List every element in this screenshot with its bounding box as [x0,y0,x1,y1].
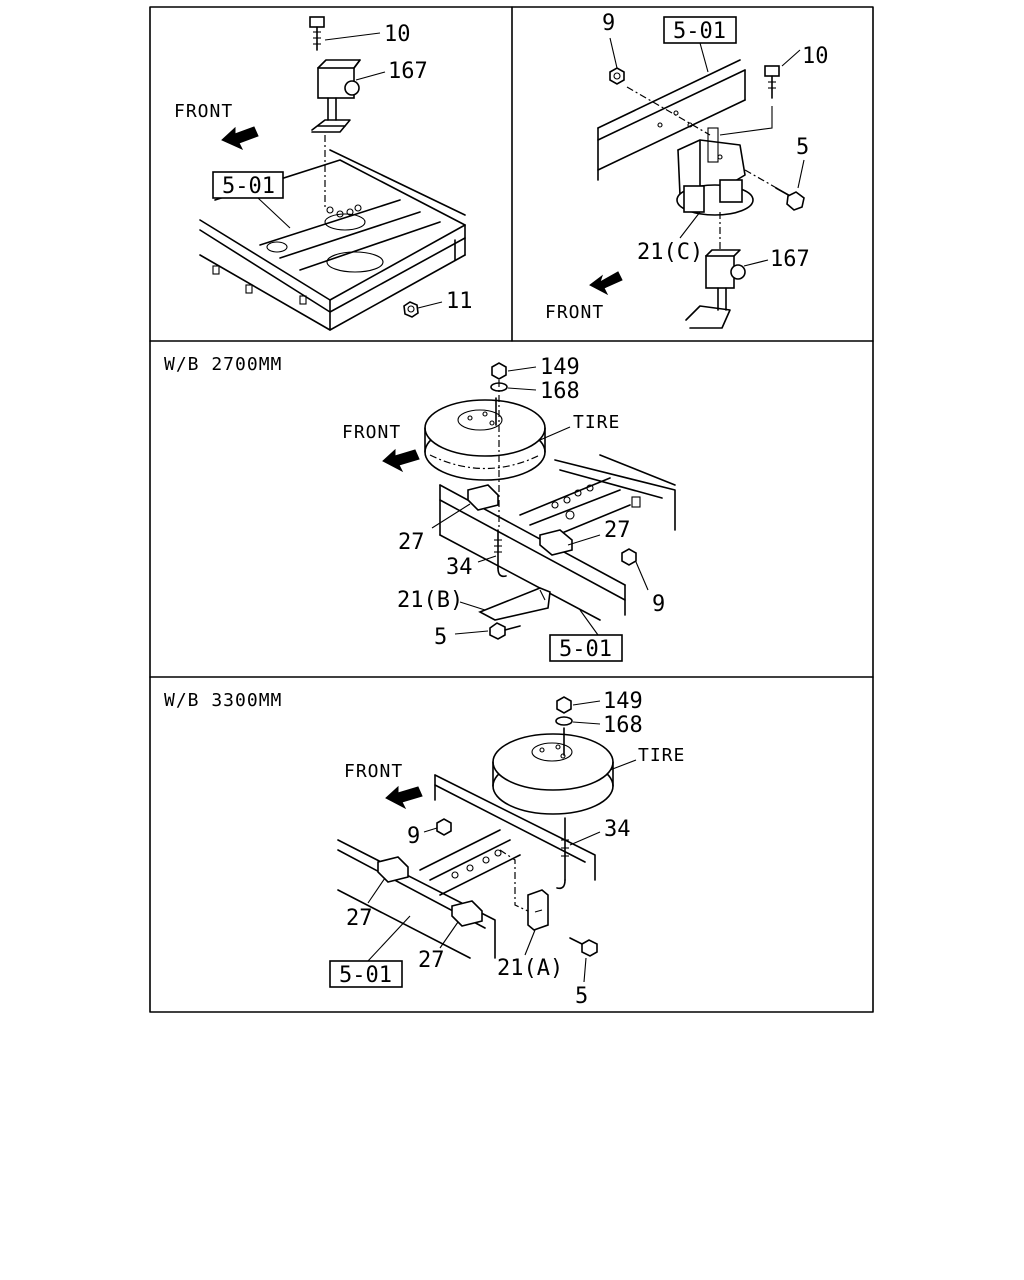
callout-10: 10 [802,44,829,69]
callout-10: 10 [384,22,411,47]
panel-heading: W/B 3300MM [164,690,282,711]
callout-5: 5 [575,984,588,1009]
reference-box [212,171,284,199]
nut-icon [491,362,507,380]
bolt-icon [764,65,780,99]
nut-icon [609,67,625,85]
callout-9: 9 [652,592,665,617]
callout-167: 167 [770,247,810,272]
reference-box-label: 5-01 [222,174,275,199]
nut-icon [436,818,452,836]
diagram-frame [149,6,874,1013]
reference-box [549,634,623,662]
front-label: FRONT [545,302,604,323]
reference-box-label: 5-01 [673,19,726,44]
front-arrow-icon [589,271,623,296]
panel-heading: W/B 2700MM [164,354,282,375]
callout-9: 9 [602,11,615,36]
frame-rail-drawing [597,59,746,181]
callout-21a: 21(A) [497,956,563,981]
callout-5: 5 [434,625,447,650]
bolt-icon [309,16,325,51]
callout-167: 167 [388,59,428,84]
front-arrow-icon [221,126,259,151]
nut-icon [403,301,419,318]
callout-27: 27 [418,948,445,973]
nut-icon [556,696,572,714]
washer-icon [555,716,573,726]
callout-9: 9 [407,824,420,849]
bolt-icon [489,622,521,640]
callout-5: 5 [796,135,809,160]
frame-rail-drawing [337,774,596,959]
spare-tire-icon [492,733,614,815]
callout-168: 168 [540,379,580,404]
carrier-bracket-icon [478,587,551,621]
panel-top-left: FRONT 5-01 10 167 11 [174,16,473,331]
callout-168: 168 [603,713,643,738]
rubber-pad-icon [467,484,499,511]
front-label: FRONT [344,761,403,782]
front-label: FRONT [342,422,401,443]
reference-box [329,960,403,988]
callout-27: 27 [346,906,373,931]
callout-21b: 21(B) [397,588,463,613]
carrier-bracket-icon [676,127,754,216]
reference-box [663,16,737,44]
callout-27: 27 [398,530,425,555]
bolt-icon [775,187,805,211]
j-bolt-icon [494,529,507,578]
reference-box-label: 5-01 [339,963,392,988]
front-arrow-icon [385,785,423,810]
tire-label: TIRE [573,412,620,433]
callout-149: 149 [603,689,643,714]
rubber-pad-icon [539,529,573,556]
callout-34: 34 [446,555,473,580]
panel-top-right: FRONT 5-01 9 10 5 21(C) 167 [545,11,829,329]
bolt-icon [569,937,598,957]
front-label: FRONT [174,101,233,122]
j-bolt-icon [556,817,569,890]
nut-icon [621,548,637,566]
reference-box-label: 5-01 [559,637,612,662]
carrier-bracket-icon [527,889,549,931]
tire-label: TIRE [638,745,685,766]
panel-wb-2700: W/B 2700MM [164,354,676,662]
rubber-pad-icon [377,856,409,883]
front-arrow-icon [382,448,420,473]
frame-rail-drawing [199,149,466,331]
callout-21c: 21(C) [637,240,703,265]
hanger-winch-icon [685,249,746,329]
hanger-winch-icon [311,59,361,133]
callout-34: 34 [604,817,631,842]
callout-11: 11 [446,289,473,314]
rubber-pad-icon [451,900,483,927]
panel-wb-3300: W/B 3300MM [164,689,685,1009]
callout-27: 27 [604,518,631,543]
spare-tire-icon [424,399,546,481]
callout-149: 149 [540,355,580,380]
